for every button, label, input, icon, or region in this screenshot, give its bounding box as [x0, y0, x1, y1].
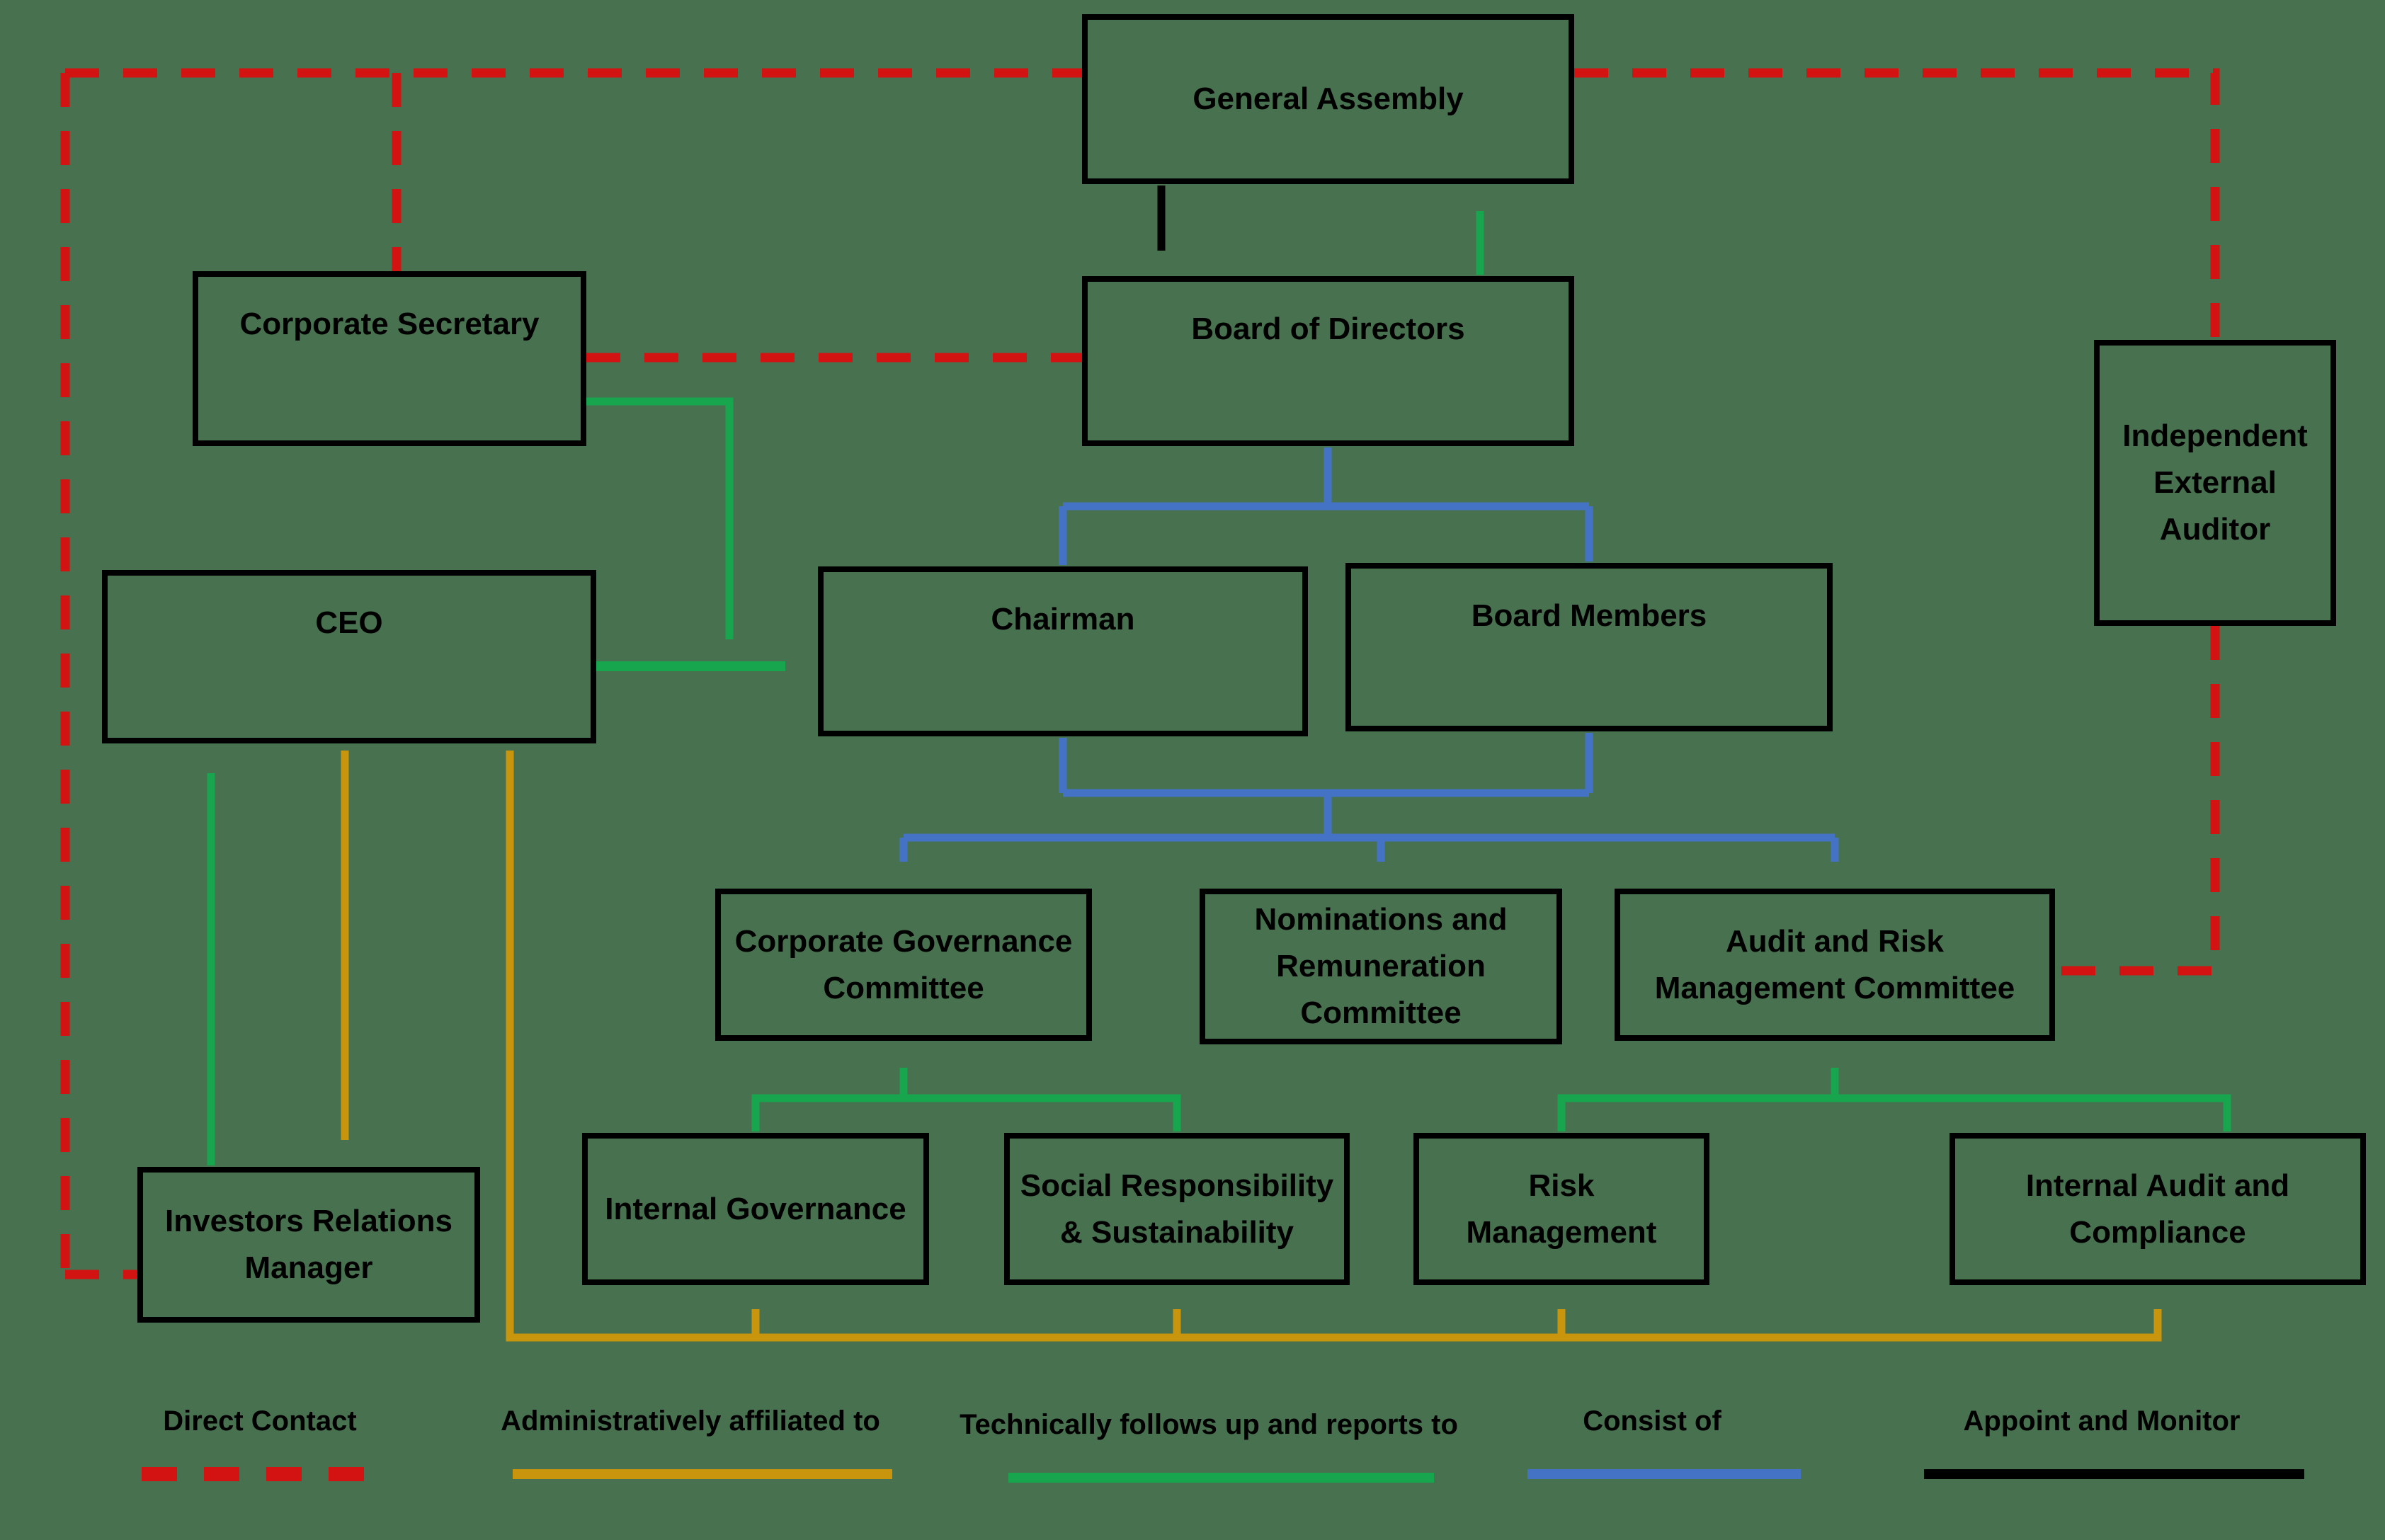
blue-left-arrow-icon	[1527, 1469, 1801, 1479]
legend-item-consist-of: Consist of	[1489, 1405, 1815, 1490]
box-audit-risk-management-committee: Audit and Risk Management Committee	[1615, 889, 2055, 1041]
box-nominations-remuneration-committee: Nominations and Remuneration Committee	[1200, 889, 1562, 1044]
legend-item-appoint-and-monitor: Appoint and Monitor	[1882, 1405, 2321, 1490]
box-general-assembly: General Assembly	[1082, 14, 1574, 184]
report-tee-left	[751, 1094, 1181, 1131]
report-tee-right	[1557, 1094, 2231, 1131]
label-investors-relations-manager: Investors Relations Manager	[165, 1204, 452, 1285]
label-audit-risk-management-committee: Audit and Risk Management Committee	[1654, 923, 2015, 1005]
label-social-responsibility-sustainability: Social Responsibility & Sustainability	[1020, 1168, 1334, 1250]
label-independent-external-auditor: Independent External Auditor	[2122, 418, 2308, 547]
yellow-left-arrow-icon	[513, 1469, 892, 1479]
legend-label-consist-of: Consist of	[1583, 1405, 1721, 1437]
legend-label-technically-follows: Technically follows up and reports to	[960, 1409, 1458, 1440]
box-board-members: Board Members	[1345, 563, 1833, 731]
label-chairman: Chairman	[991, 602, 1135, 637]
label-risk-management: Risk Management	[1466, 1168, 1657, 1250]
box-internal-audit-compliance: Internal Audit and Compliance	[1949, 1133, 2366, 1285]
box-independent-external-auditor: Independent External Auditor	[2094, 340, 2336, 626]
legend-item-direct-contact: Direct Contact	[111, 1405, 409, 1490]
label-internal-governance: Internal Governance	[605, 1191, 906, 1226]
box-board-of-directors: Board of Directors	[1082, 276, 1574, 446]
legend-label-administratively-affiliated: Administratively affiliated to	[501, 1405, 880, 1437]
consist-tree-level1	[1059, 447, 1593, 565]
admin-trunk-ceo-to-iac	[506, 751, 2162, 1342]
box-ceo: CEO	[102, 570, 596, 743]
label-internal-audit-compliance: Internal Audit and Compliance	[2025, 1168, 2290, 1250]
legend-label-direct-contact: Direct Contact	[163, 1405, 357, 1437]
label-ceo: CEO	[315, 605, 383, 640]
direct-contact-lines	[60, 68, 2220, 1279]
red-dashed-line-icon	[142, 1467, 378, 1481]
label-board-members: Board Members	[1471, 598, 1707, 633]
legend-label-appoint-and-monitor: Appoint and Monitor	[1963, 1405, 2241, 1437]
label-board-of-directors: Board of Directors	[1191, 312, 1465, 346]
label-corporate-governance-committee: Corporate Governance Committee	[734, 923, 1073, 1005]
box-corporate-governance-committee: Corporate Governance Committee	[715, 889, 1092, 1041]
box-risk-management: Risk Management	[1413, 1133, 1709, 1285]
box-corporate-secretary: Corporate Secretary	[193, 271, 586, 446]
report-arrow-corpsec-down	[586, 397, 734, 639]
consist-tree-level2	[904, 733, 1835, 842]
label-nominations-remuneration-committee: Nominations and Remuneration Committee	[1254, 902, 1508, 1030]
black-left-arrow-icon	[1923, 1469, 2304, 1479]
box-chairman: Chairman	[818, 566, 1308, 736]
green-left-arrow-icon	[1008, 1473, 1434, 1483]
legend-item-technically-follows: Technically follows up and reports to	[926, 1409, 1492, 1493]
label-corporate-secretary: Corporate Secretary	[239, 307, 540, 341]
box-social-responsibility-sustainability: Social Responsibility & Sustainability	[1004, 1133, 1350, 1285]
label-general-assembly: General Assembly	[1192, 81, 1464, 116]
box-investors-relations-manager: Investors Relations Manager	[137, 1167, 480, 1323]
box-internal-governance: Internal Governance	[582, 1133, 929, 1285]
legend-item-administratively-affiliated: Administratively affiliated to	[464, 1405, 917, 1490]
